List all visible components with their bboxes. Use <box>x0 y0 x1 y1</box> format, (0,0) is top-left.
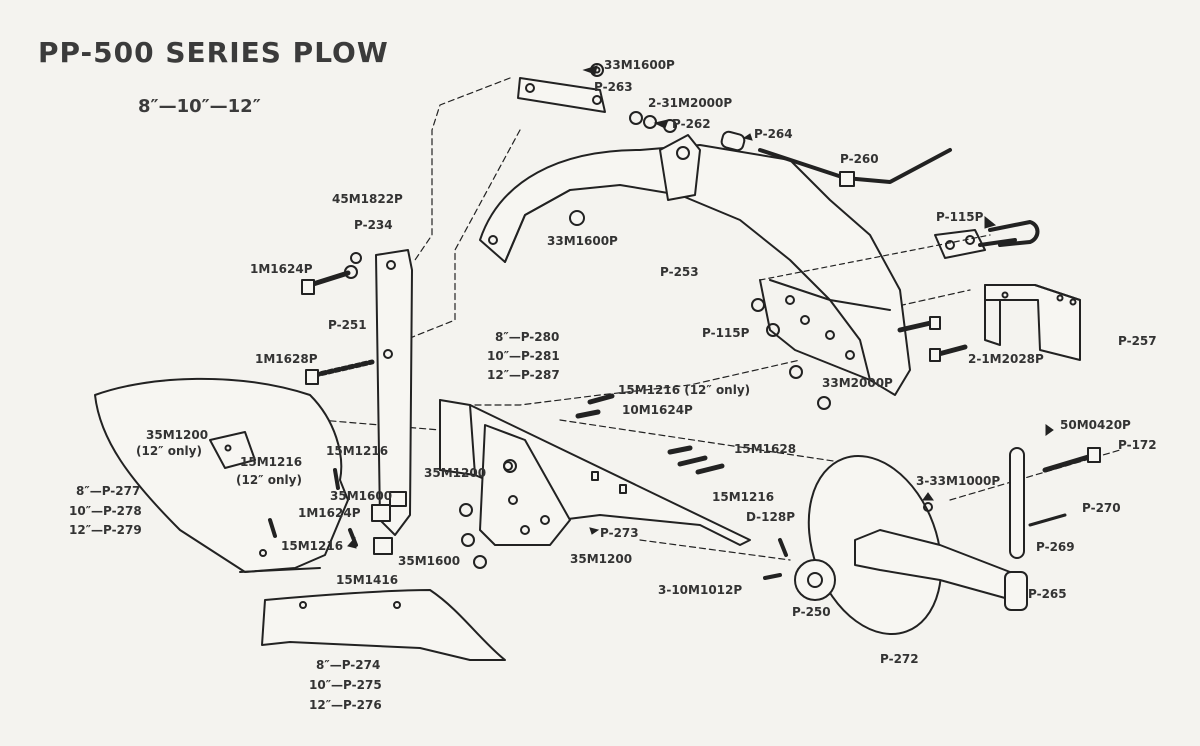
label-p251: P-251 <box>328 318 367 332</box>
hub-p250 <box>794 559 836 601</box>
label-p275: 10″—P-275 <box>309 678 382 692</box>
label-p287: 12″—P-287 <box>487 368 560 382</box>
size-range: 8″—10″—12″ <box>138 96 261 117</box>
label-33m2000p: 33M2000P <box>822 376 893 390</box>
label-p263: P-263 <box>594 80 633 94</box>
label-35m1200-12only-note: (12″ only) <box>136 444 202 458</box>
label-3-10m1012p: 3-10M1012P <box>658 583 743 597</box>
label-p234: P-234 <box>354 218 393 232</box>
label-35m1600-b: 35M1600 <box>398 554 461 568</box>
label-p172: P-172 <box>1118 438 1157 452</box>
label-35m1200-12only: 35M1200 <box>146 428 209 442</box>
label-p265: P-265 <box>1028 587 1067 601</box>
label-2-1m2028p: 2-1M2028P <box>968 352 1044 366</box>
label-35m1200-low: 35M1200 <box>570 552 633 566</box>
label-p273: P-273 <box>600 526 639 540</box>
label-15m1216-12only-left: 15M1216 <box>240 455 303 469</box>
label-p257: P-257 <box>1118 334 1157 348</box>
label-1m1624p: 1M1624P <box>250 262 313 276</box>
label-p264: P-264 <box>754 127 793 141</box>
label-p250: P-250 <box>792 605 831 619</box>
label-15m1216-a: 15M1216 <box>326 444 389 458</box>
label-33m1600p-top: 33M1600P <box>604 58 675 72</box>
label-p115p-mid: P-115P <box>702 326 750 340</box>
label-10m1624p: 10M1624P <box>622 403 693 417</box>
label-p274: 8″—P-274 <box>316 658 381 672</box>
label-p260: P-260 <box>840 152 879 166</box>
label-15m1216-12only: 15M1216 (12″ only) <box>618 383 751 397</box>
label-p278: 10″—P-278 <box>69 504 142 518</box>
label-p272: P-272 <box>880 652 919 666</box>
label-15m1628: 15M1628 <box>734 442 797 456</box>
label-p115p-top: P-115P <box>936 210 984 224</box>
label-2-31m2000p: 2-31M2000P <box>648 96 733 110</box>
label-p281: 10″—P-281 <box>487 349 560 363</box>
label-15m1416: 15M1416 <box>336 573 399 587</box>
label-15m1216-b: 15M1216 <box>712 490 775 504</box>
bracket-p262 <box>659 134 701 201</box>
label-p276: 12″—P-276 <box>309 698 382 712</box>
assembly-dash-lines <box>319 77 1121 561</box>
label-p262: P-262 <box>672 117 711 131</box>
label-p270: P-270 <box>1082 501 1121 515</box>
label-15m1216-c: 15M1216 <box>281 539 344 553</box>
rod-p260 <box>758 148 952 184</box>
moldboard-p277 <box>94 377 349 573</box>
plate-p273 <box>479 424 571 546</box>
clevis-p115p <box>934 229 986 259</box>
label-35m1600-a: 35M1600 <box>330 489 393 503</box>
label-15m1216-12only-left-note: (12″ only) <box>236 473 302 487</box>
label-1m1628p: 1M1628P <box>255 352 318 366</box>
label-45m1822p: 45M1822P <box>332 192 403 206</box>
label-p253: P-253 <box>660 265 699 279</box>
label-d128p: D-128P <box>746 510 796 524</box>
label-33m1600p-mid: 33M1600P <box>547 234 618 248</box>
link-p263 <box>517 77 606 113</box>
label-50m0420p: 50M0420P <box>1060 418 1131 432</box>
leader-arrows <box>347 65 1054 549</box>
label-1m1624p-low: 1M1624P <box>298 506 361 520</box>
diagram-title: PP-500 SERIES PLOW <box>38 36 389 69</box>
label-p279: 12″—P-279 <box>69 523 142 537</box>
share-p274 <box>261 589 506 661</box>
label-3-33m1000p: 3-33M1000P <box>916 474 1001 488</box>
label-p277: 8″—P-277 <box>76 484 141 498</box>
post-p269 <box>1009 447 1025 559</box>
label-35m1200-center: 35M1200 <box>424 466 487 480</box>
label-p280: 8″—P-280 <box>495 330 560 344</box>
label-p269: P-269 <box>1036 540 1075 554</box>
